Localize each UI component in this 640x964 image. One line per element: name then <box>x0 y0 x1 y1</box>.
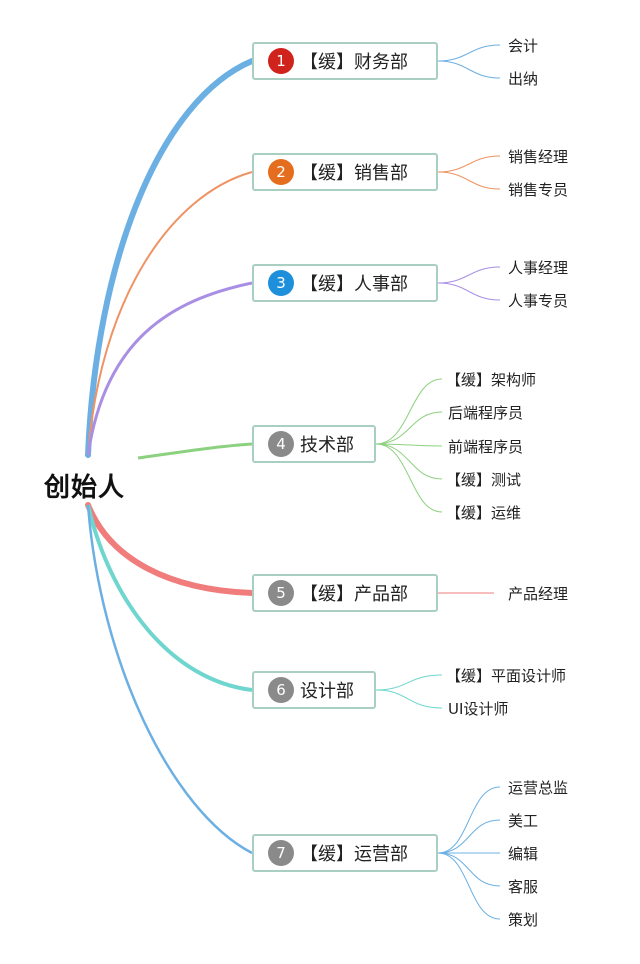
department-label: 【缓】运营部 <box>300 844 408 865</box>
branch-finance <box>85 58 255 458</box>
department-label: 设计部 <box>300 681 354 702</box>
leaf-links-finance <box>437 44 501 79</box>
number-badge: 4 <box>268 431 294 457</box>
leaf-node[interactable]: 【缓】平面设计师 <box>446 667 567 685</box>
department-node-product[interactable]: 5 【缓】产品部 <box>252 574 438 612</box>
department-label: 【缓】人事部 <box>300 274 408 295</box>
leaf-node[interactable]: 【缓】测试 <box>446 471 522 489</box>
number-badge: 7 <box>268 840 294 866</box>
leaf-node[interactable]: 销售经理 <box>508 148 569 166</box>
department-node-hr[interactable]: 3 【缓】人事部 <box>252 264 438 302</box>
leaf-node[interactable]: 人事经理 <box>508 259 569 277</box>
number-badge: 3 <box>268 270 294 296</box>
department-node-sales[interactable]: 2 【缓】销售部 <box>252 153 438 191</box>
leaf-node[interactable]: 客服 <box>508 878 539 896</box>
leaf-node[interactable]: 运营总监 <box>508 779 569 797</box>
branch-hr <box>86 281 253 456</box>
department-node-tech[interactable]: 4 技术部 <box>252 425 376 463</box>
department-node-operations[interactable]: 7 【缓】运营部 <box>252 834 438 872</box>
leaf-links-sales <box>437 155 501 190</box>
leaf-node[interactable]: 会计 <box>508 37 539 55</box>
branch-tech <box>137 442 253 460</box>
leaf-node[interactable]: 销售专员 <box>508 181 569 199</box>
department-label: 【缓】产品部 <box>300 584 408 605</box>
department-label: 【缓】销售部 <box>300 163 408 184</box>
department-node-design[interactable]: 6 设计部 <box>252 671 376 709</box>
branch-operations <box>86 504 253 855</box>
leaf-node[interactable]: 编辑 <box>508 845 539 863</box>
leaf-node[interactable]: 人事专员 <box>508 292 569 310</box>
branch-sales <box>87 171 253 456</box>
root-node[interactable]: 创始人 <box>44 473 126 503</box>
number-badge: 2 <box>268 159 294 185</box>
leaf-node[interactable]: UI设计师 <box>448 700 509 718</box>
number-badge: 5 <box>268 580 294 606</box>
department-label: 【缓】财务部 <box>300 52 408 73</box>
leaf-links-operations <box>437 786 501 920</box>
leaf-node[interactable]: 后端程序员 <box>448 404 524 422</box>
leaf-node[interactable]: 策划 <box>508 911 539 929</box>
leaf-links-hr <box>437 266 501 301</box>
department-node-finance[interactable]: 1 【缓】财务部 <box>252 42 438 80</box>
leaf-node[interactable]: 【缓】架构师 <box>446 371 537 389</box>
leaf-node[interactable]: 前端程序员 <box>448 438 524 456</box>
leaf-links-design <box>375 674 443 709</box>
branch-design <box>86 504 253 692</box>
branch-product <box>85 502 255 596</box>
number-badge: 6 <box>268 677 294 703</box>
leaf-node[interactable]: 产品经理 <box>508 585 569 603</box>
leaf-links-tech <box>375 378 443 513</box>
number-badge: 1 <box>268 48 294 74</box>
department-label: 技术部 <box>300 435 354 456</box>
leaf-node[interactable]: 【缓】运维 <box>446 504 522 522</box>
leaf-node[interactable]: 出纳 <box>508 70 539 88</box>
leaf-node[interactable]: 美工 <box>508 812 539 830</box>
